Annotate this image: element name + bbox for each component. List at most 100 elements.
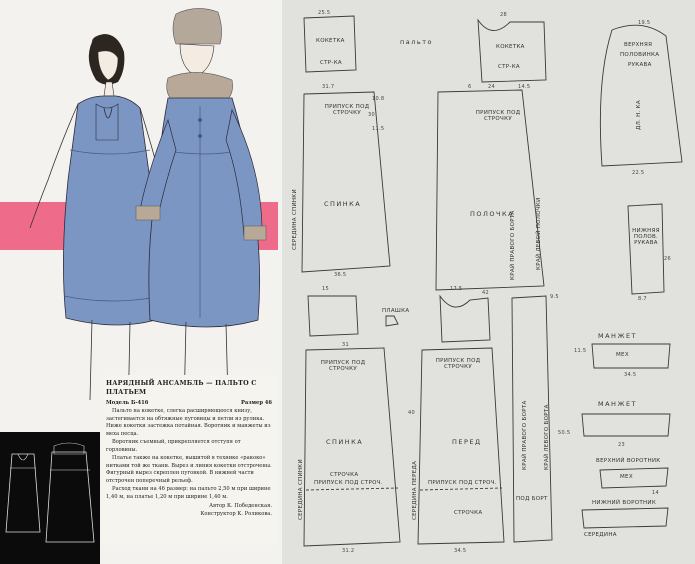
dim-label: 26	[664, 256, 671, 262]
dim-label: 11.5	[372, 126, 385, 132]
model-row: Модель Б-416 Размер 46	[106, 400, 272, 408]
front-facing-piece	[511, 295, 553, 543]
dim-label: 11.5	[574, 348, 587, 354]
dress-front-yoke	[439, 294, 491, 343]
dress-back-label: СПИНКА	[326, 438, 364, 446]
dress-front-allowance-label: ПРИПУСК ПОД СТРОЧКУ	[435, 358, 481, 370]
under-facing-label: ПОД БОРТ	[516, 496, 548, 502]
lower-sleeve-label: НИЖНЯЯ ПОЛОВ. РУКАВА	[632, 228, 660, 246]
dress-front-bottom-allowance: ПРИПУСК ПОД СТРОЧ.	[428, 480, 497, 486]
cuff-piece-2	[581, 413, 671, 437]
dim-label: 17.5	[450, 286, 463, 292]
back-yoke-piece	[303, 15, 357, 73]
description-paragraph: Расход ткани на 46 размер: на пальто 2,5…	[106, 486, 271, 500]
dim-label: 34.5	[454, 548, 467, 554]
dim-label: 14.5	[518, 84, 531, 90]
sleeve-length-label: ДЛ. Н. КА	[636, 100, 642, 130]
upper-collar-label: ВЕРХНИЙ ВОРОТНИК	[596, 458, 661, 464]
description-paragraph: Платье также на кокетке, вышитой в техни…	[106, 455, 272, 484]
facing-left-edge-label: КРАЙ ЛЕВОГО БОРТА	[544, 404, 550, 470]
front-yoke-piece	[477, 18, 547, 83]
sewing-pattern-page: пальто КОКЕТКА СТР-КА КОКЕТКА СТР-КА ВЕР…	[278, 0, 695, 564]
collar-fur-label: МЕХ	[620, 474, 633, 480]
dim-label: 15	[322, 286, 329, 292]
dim-label: 50.5	[558, 430, 571, 436]
dim-label: 30	[368, 112, 375, 118]
upper-collar-piece	[599, 467, 669, 489]
model-description: НАРЯДНЫЙ АНСАМБЛЬ — ПАЛЬТО С ПЛАТЬЕМ Мод…	[100, 375, 278, 545]
back-coat-piece	[301, 91, 391, 273]
ensemble-heading: НАРЯДНЫЙ АНСАМБЛЬ — ПАЛЬТО С ПЛАТЬЕМ	[106, 379, 257, 397]
plashka-label: ПЛАШКА	[382, 308, 410, 314]
cuff-label-2: МАНЖЕТ	[598, 400, 638, 408]
dress-center-front-label: СЕРЕДИНА ПЕРЕДА	[412, 460, 418, 520]
dress-bottom-band-2	[419, 487, 503, 491]
back-allowance-label: ПРИПУСК ПОД СТРОЧКУ	[324, 104, 370, 116]
plashka-piece	[385, 315, 399, 327]
dim-label: 8.7	[638, 296, 647, 302]
dim-label: 9.5	[550, 294, 559, 300]
dress-back-stitch-label: СТРОЧКА	[330, 472, 359, 478]
dress-front-piece	[417, 347, 505, 545]
thumbnail-panel	[0, 432, 100, 564]
dress-back-bottom-allowance: ПРИПУСК ПОД СТРОЧ.	[314, 480, 383, 486]
front-yoke-stitch-label: СТР-КА	[498, 64, 520, 70]
woman-in-coat	[135, 8, 267, 411]
under-collar-label: НИЖНИЙ ВОРОТНИК	[592, 500, 657, 506]
dim-label: 10.8	[372, 96, 385, 102]
right-front-edge-label: КРАЙ ПРАВОГО БОРТА	[510, 210, 516, 280]
dim-label: 40	[408, 410, 415, 416]
back-piece-label: СПИНКА	[324, 200, 362, 208]
center-label: СЕРЕДИНА	[584, 532, 617, 538]
dim-label: 23	[618, 442, 625, 448]
front-coat-piece	[435, 89, 545, 291]
dress-back-allowance-label: ПРИПУСК ПОД СТРОЧКУ	[320, 360, 366, 372]
dim-label: 31	[342, 342, 349, 348]
dim-label: 28	[500, 12, 507, 18]
dim-label: 24	[488, 84, 495, 90]
description-paragraph: Воротник съемный, прикрепляется отступя …	[106, 439, 241, 453]
lower-sleeve-piece	[627, 203, 665, 295]
dim-label: 34.5	[624, 372, 637, 378]
dim-label: 36.5	[334, 272, 347, 278]
woman-in-dress	[29, 34, 163, 421]
designer-credit: Конструктор К. Роликова.	[200, 511, 272, 517]
dress-center-back-label: СЕРЕДИНА СПИНКИ	[298, 459, 304, 520]
facing-right-edge-label: КРАЙ ПРАВОГО БОРТА	[522, 400, 528, 470]
left-front-edge-label: КРАЙ ЛЕВОЙ ПОЛОЧКИ	[536, 197, 542, 270]
pattern-drawing	[301, 15, 683, 547]
fashion-illustration	[29, 8, 267, 421]
dim-label: 6	[468, 84, 472, 90]
dress-front-label: ПЕРЕД	[452, 438, 482, 446]
back-yoke-label: КОКЕТКА	[316, 38, 345, 44]
pattern-title: пальто	[400, 38, 433, 46]
dim-label: 22.5	[632, 170, 645, 176]
upper-sleeve-label-3: РУКАВА	[628, 62, 652, 68]
upper-sleeve-piece	[599, 24, 683, 167]
dress-back-yoke	[307, 295, 359, 337]
credits: Автор К. Победенская. Конструктор К. Рол…	[106, 503, 272, 518]
cuff-piece-1	[591, 343, 671, 369]
description-paragraph: Пальто на кокетке, слегка расширяющееся …	[106, 408, 271, 437]
back-view-thumbnails	[5, 442, 95, 543]
dress-back-piece	[303, 347, 401, 547]
front-allowance-label: ПРИПУСК ПОД СТРОЧКУ	[475, 110, 521, 122]
fashion-illustration-page: НАРЯДНЫЙ АНСАМБЛЬ — ПАЛЬТО С ПЛАТЬЕМ Мод…	[0, 0, 278, 564]
cuff-label-1: МАНЖЕТ	[598, 332, 638, 340]
under-collar-piece	[581, 507, 669, 529]
upper-sleeve-label-2: ПОЛОВИНКА	[620, 52, 660, 58]
center-back-label: СЕРЕДИНА СПИНКИ	[292, 189, 298, 250]
back-yoke-stitch-label: СТР-КА	[320, 60, 342, 66]
dim-label: 31.7	[322, 84, 335, 90]
dress-front-stitch-label: СТРОЧКА	[454, 510, 483, 516]
dim-label: 31.2	[342, 548, 355, 554]
upper-sleeve-label-1: ВЕРХНЯЯ	[624, 42, 653, 48]
dress-bottom-band-1	[305, 487, 399, 491]
model-number: Модель Б-416	[106, 399, 149, 406]
size-label: Размер 46	[240, 399, 272, 406]
dim-label: 14	[652, 490, 659, 496]
author-credit: Автор К. Победенская.	[209, 503, 272, 510]
front-yoke-label: КОКЕТКА	[496, 44, 525, 50]
dim-label: 25.5	[318, 10, 331, 16]
cuff-fur-label: МЕХ	[616, 352, 629, 358]
